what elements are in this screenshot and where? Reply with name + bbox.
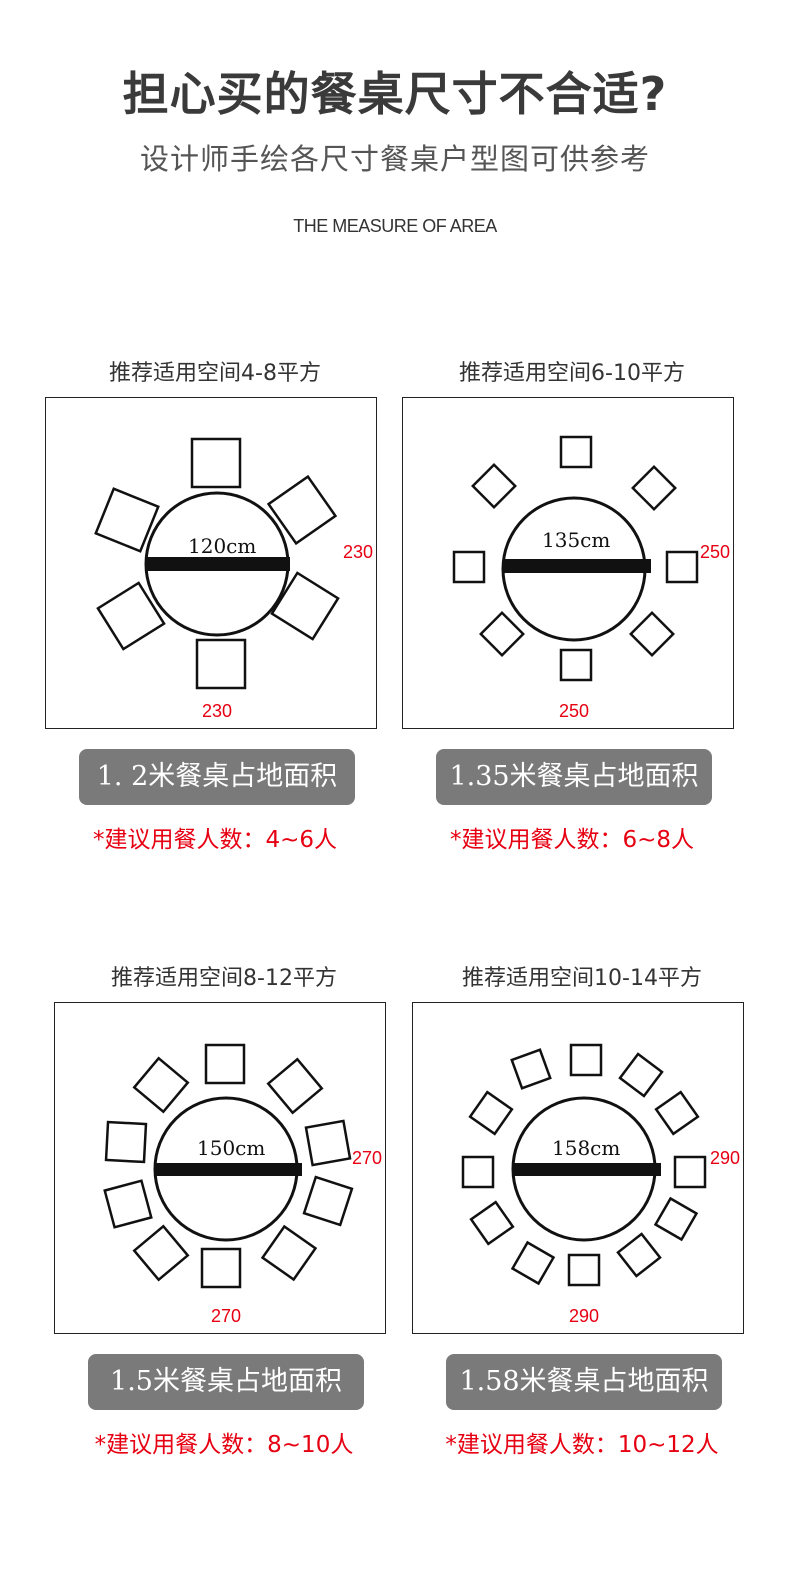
card-150: 推荐适用空间8-12平方 150cm 270 270 1.5米餐桌占地面积 *建…	[49, 960, 399, 1460]
table-diameter-label: 135cm	[542, 528, 611, 552]
table-diameter-label: 150cm	[197, 1136, 266, 1160]
room-depth-label: 290	[569, 1306, 600, 1326]
floor-plan: 120cm 230 230	[45, 397, 377, 729]
floor-plan: 135cm 250 250	[402, 397, 734, 729]
room-width-label: 270	[352, 1148, 383, 1168]
table-size-badge: 1.58米餐桌占地面积	[446, 1354, 722, 1410]
diners-note: *建议用餐人数：6~8人	[449, 827, 695, 853]
table-layout-diagram	[461, 1043, 707, 1287]
table-layout-diagram	[452, 435, 699, 682]
english-caption: THE MEASURE OF AREA	[293, 216, 497, 236]
table-size-badge: 1. 2米餐桌占地面积	[79, 749, 355, 805]
room-depth-label: 230	[202, 701, 233, 721]
table-size-badge: 1.35米餐桌占地面积	[436, 749, 712, 805]
room-width-label: 250	[700, 542, 731, 562]
card-120: 推荐适用空间4-8平方 120cm 230 230 1. 2米餐桌占地面积 *建…	[40, 355, 390, 855]
diners-note: *建议用餐人数：4~6人	[92, 827, 338, 853]
page-subtitle: 设计师手绘各尺寸餐桌户型图可供参考	[139, 142, 650, 176]
space-heading: 推荐适用空间10-14平方	[462, 966, 702, 991]
room-width-label: 290	[710, 1148, 741, 1168]
page-title: 担心买的餐桌尺寸不合适?	[122, 67, 668, 121]
table-layout-diagram	[103, 1043, 354, 1289]
diners-note: *建议用餐人数：8~10人	[94, 1432, 354, 1458]
room-depth-label: 250	[559, 701, 590, 721]
card-135: 推荐适用空间6-10平方 135cm 250 250 1.35米餐桌占地面积 *…	[397, 355, 747, 855]
floor-plan: 150cm 270 270	[54, 1002, 386, 1334]
table-layout-diagram	[94, 437, 340, 690]
room-depth-label: 270	[211, 1306, 242, 1326]
floor-plan: 158cm 290 290	[412, 1002, 744, 1334]
space-heading: 推荐适用空间4-8平方	[109, 361, 321, 386]
diners-note: *建议用餐人数：10~12人	[445, 1432, 719, 1458]
table-diameter-label: 158cm	[552, 1136, 621, 1160]
table-size-badge: 1.5米餐桌占地面积	[88, 1354, 364, 1410]
room-width-label: 230	[343, 542, 374, 562]
space-heading: 推荐适用空间8-12平方	[111, 966, 337, 991]
space-heading: 推荐适用空间6-10平方	[459, 361, 685, 386]
card-158: 推荐适用空间10-14平方 158cm 290 290 1.58米餐桌占地面积 …	[407, 960, 757, 1460]
table-diameter-label: 120cm	[188, 534, 257, 558]
